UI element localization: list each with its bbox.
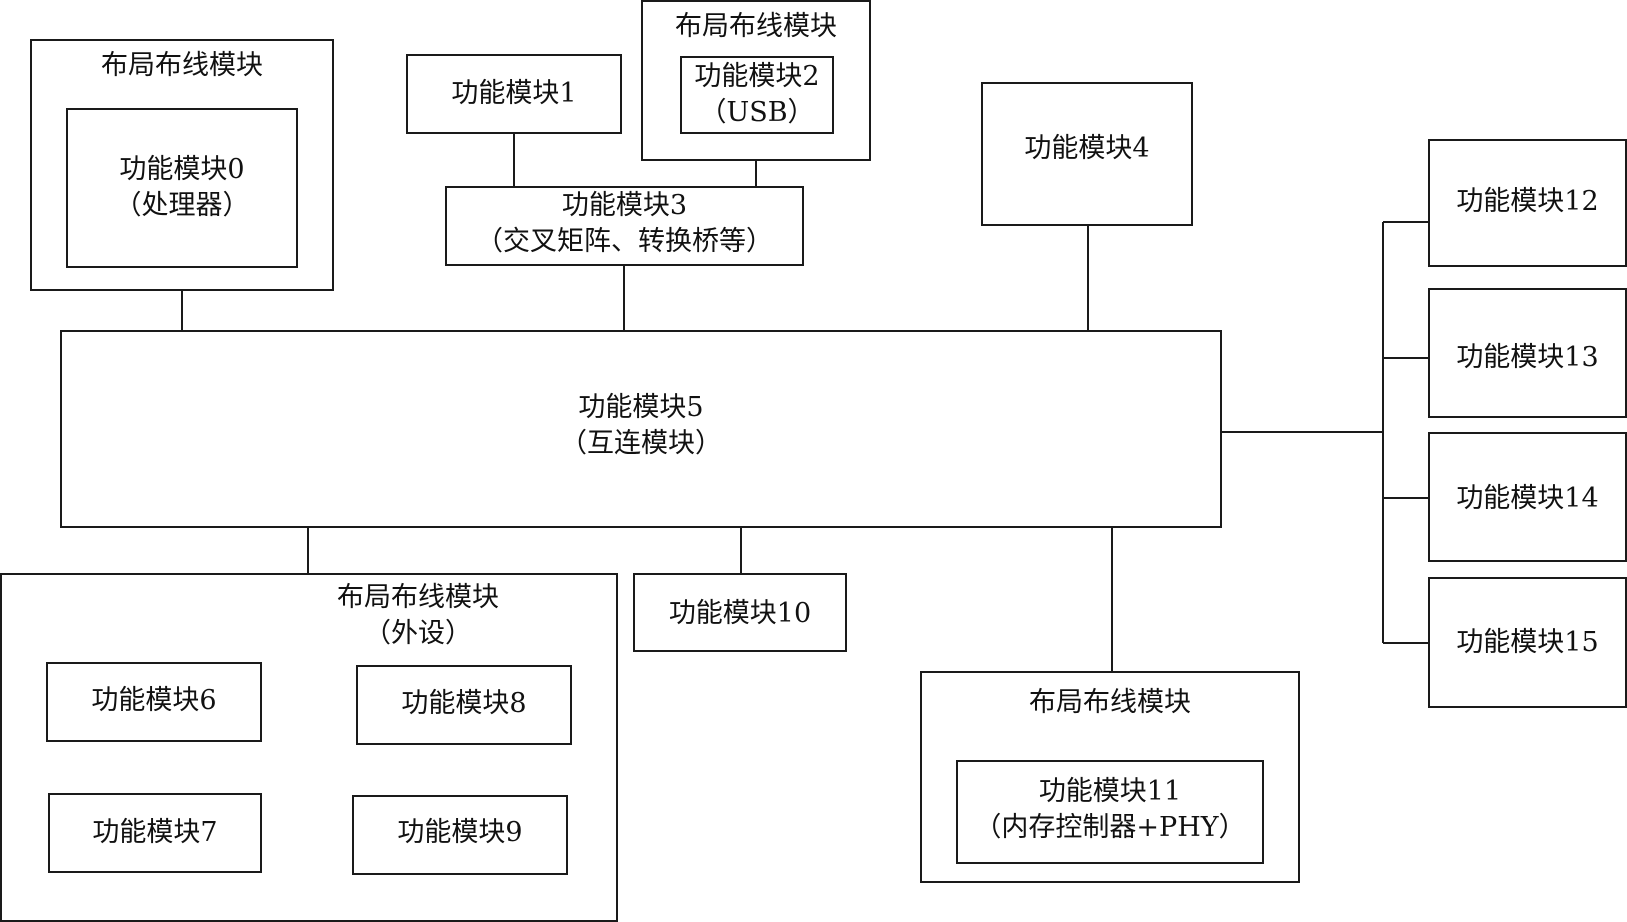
module-2-label: 功能模块2 （USB） (680, 59, 834, 131)
module-10-label: 功能模块10 (668, 598, 812, 629)
module-13-label: 功能模块13 (1456, 342, 1599, 373)
module-5-interconnect-box (60, 330, 1222, 528)
routing-module-processor-label: 布局布线模块 (101, 50, 263, 81)
module-11-desc: （内存控制器+PHY） (974, 812, 1246, 843)
module-9-box (352, 795, 568, 875)
module-2-desc: （USB） (699, 97, 815, 128)
module-3-box (445, 186, 804, 266)
module-9-label: 功能模块9 (397, 817, 523, 848)
module-5-name: 功能模块5 (578, 392, 704, 423)
module-2-name: 功能模块2 (694, 61, 820, 92)
peripheral-group-title: 布局布线模块 (337, 582, 499, 613)
module-1-label: 功能模块1 (451, 78, 577, 109)
module-15-label: 功能模块15 (1456, 627, 1599, 658)
module-0-box (66, 108, 298, 268)
routing-module-memory-label: 布局布线模块 (1029, 687, 1191, 718)
module-15-box (1428, 577, 1627, 708)
module-11-box (956, 760, 1264, 864)
module-8-label: 功能模块8 (401, 688, 527, 719)
module-10-box (633, 573, 847, 652)
module-5-label: 功能模块5 （互连模块） (60, 390, 1222, 462)
module-11-name: 功能模块11 (1038, 776, 1182, 807)
module-0-label: 功能模块0 （处理器） (66, 152, 298, 224)
module-4-box (981, 82, 1193, 226)
module-7-box (48, 793, 262, 873)
module-14-label: 功能模块14 (1456, 483, 1599, 514)
module-3-name: 功能模块3 (561, 190, 688, 221)
module-12-label: 功能模块12 (1456, 186, 1599, 217)
module-7-label: 功能模块7 (92, 817, 218, 848)
routing-module-peripherals-label: 布局布线模块 （外设） (318, 580, 518, 652)
routing-module-usb-label: 布局布线模块 (675, 11, 837, 42)
module-8-box (356, 665, 572, 745)
module-5-desc: （互连模块） (560, 428, 722, 459)
module-3-label: 功能模块3 （交叉矩阵、转换桥等） (445, 188, 804, 260)
module-0-desc: （处理器） (114, 190, 250, 221)
peripheral-group-subtitle: （外设） (364, 618, 472, 649)
module-12-box (1428, 139, 1627, 267)
module-6-label: 功能模块6 (91, 685, 217, 716)
module-4-label: 功能模块4 (1024, 133, 1150, 164)
module-3-desc: （交叉矩阵、转换桥等） (476, 226, 773, 257)
module-2-box (680, 56, 834, 134)
module-1-box (406, 54, 622, 134)
module-13-box (1428, 288, 1627, 418)
module-0-name: 功能模块0 (119, 154, 245, 185)
module-6-box (46, 662, 262, 742)
module-14-box (1428, 432, 1627, 562)
module-11-label: 功能模块11 （内存控制器+PHY） (956, 774, 1264, 846)
